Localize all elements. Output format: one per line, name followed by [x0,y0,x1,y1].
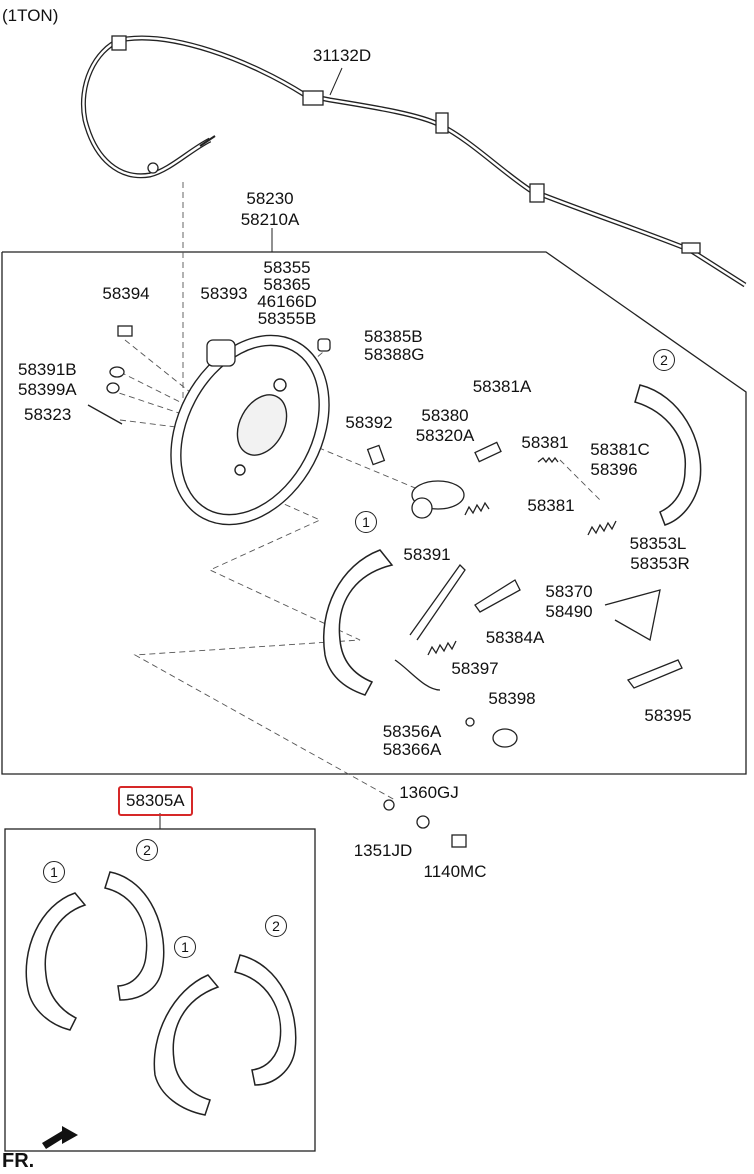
callout-adjuster-1[interactable]: 58370 [545,582,593,601]
callout-pack-2[interactable]: 58365 [263,275,311,294]
hardware-parts [87,325,518,848]
kit-marker-2b: 2 [265,915,287,937]
callout-bolt[interactable]: 58394 [102,284,150,303]
variant-label: (1TON) [2,6,59,25]
callout-cable[interactable]: 31132D [312,46,372,65]
callout-spring-upper[interactable]: 58381 [521,433,569,452]
assembly-frame [1,251,747,775]
callout-spring-lower[interactable]: 58381 [527,496,575,515]
callout-bleeder-1[interactable]: 58385B [364,327,423,346]
callout-pin[interactable]: 58323 [24,405,72,424]
front-arrow-icon [42,1126,78,1149]
callout-grommet[interactable]: 58393 [200,284,248,303]
callout-plug-1[interactable]: 58391B [18,360,77,379]
shoe-marker-2: 2 [653,349,675,371]
callout-label-plate[interactable]: 58392 [345,413,393,432]
callout-gasket[interactable]: 1360GJ [399,783,459,802]
callout-backing-plate-2[interactable]: 58210A [240,210,300,229]
callout-adjuster-plate[interactable]: 58381A [472,377,532,396]
parking-cable [80,35,747,288]
callout-spring-right-1[interactable]: 58381C [590,440,650,459]
callout-lever-2[interactable]: 58353R [630,554,690,573]
callout-pack-3[interactable]: 46166D [257,292,317,311]
brake-shoe-right [634,384,702,526]
kit-marker-1b: 1 [174,936,196,958]
callout-washer-small[interactable]: 1351JD [353,841,413,860]
kit-marker-2: 2 [136,839,158,861]
springs [427,456,617,656]
callout-adjuster-2[interactable]: 58490 [545,602,593,621]
callout-pack-4[interactable]: 58355B [257,309,317,328]
callout-lever-sub-2[interactable]: 58366A [382,740,442,759]
kit-marker-1: 1 [43,861,65,883]
callout-backing-plate-1[interactable]: 58230 [246,189,294,208]
brake-shoe-left [323,549,394,696]
callout-strut[interactable]: 58391 [403,545,451,564]
callout-pack-1[interactable]: 58355 [263,258,311,277]
callout-link[interactable]: 58395 [644,706,692,725]
callout-shoe-kit[interactable]: 58305A [118,786,193,816]
callout-cap[interactable]: 58398 [488,689,536,708]
leader [329,67,343,96]
callout-flange-bolt[interactable]: 1140MC [423,862,487,881]
callout-spring-adjuster[interactable]: 58384A [485,628,545,647]
callout-lever-1[interactable]: 58353L [629,534,687,553]
shoe-marker-1: 1 [355,511,377,533]
front-direction-label: FR. [2,1150,35,1172]
callout-cylinder-1[interactable]: 58380 [421,406,469,425]
shoe-kit-parts [25,871,297,1116]
backing-plate [170,334,330,526]
callout-plug-2[interactable]: 58399A [18,380,77,399]
lever-strut [394,563,683,691]
callout-bleeder-2[interactable]: 58388G [364,345,425,364]
callout-spring-right-2[interactable]: 58396 [590,460,638,479]
callout-lever-sub-1[interactable]: 58356A [382,722,442,741]
callout-washer[interactable]: 58397 [451,659,499,678]
callout-cylinder-2[interactable]: 58320A [415,426,475,445]
